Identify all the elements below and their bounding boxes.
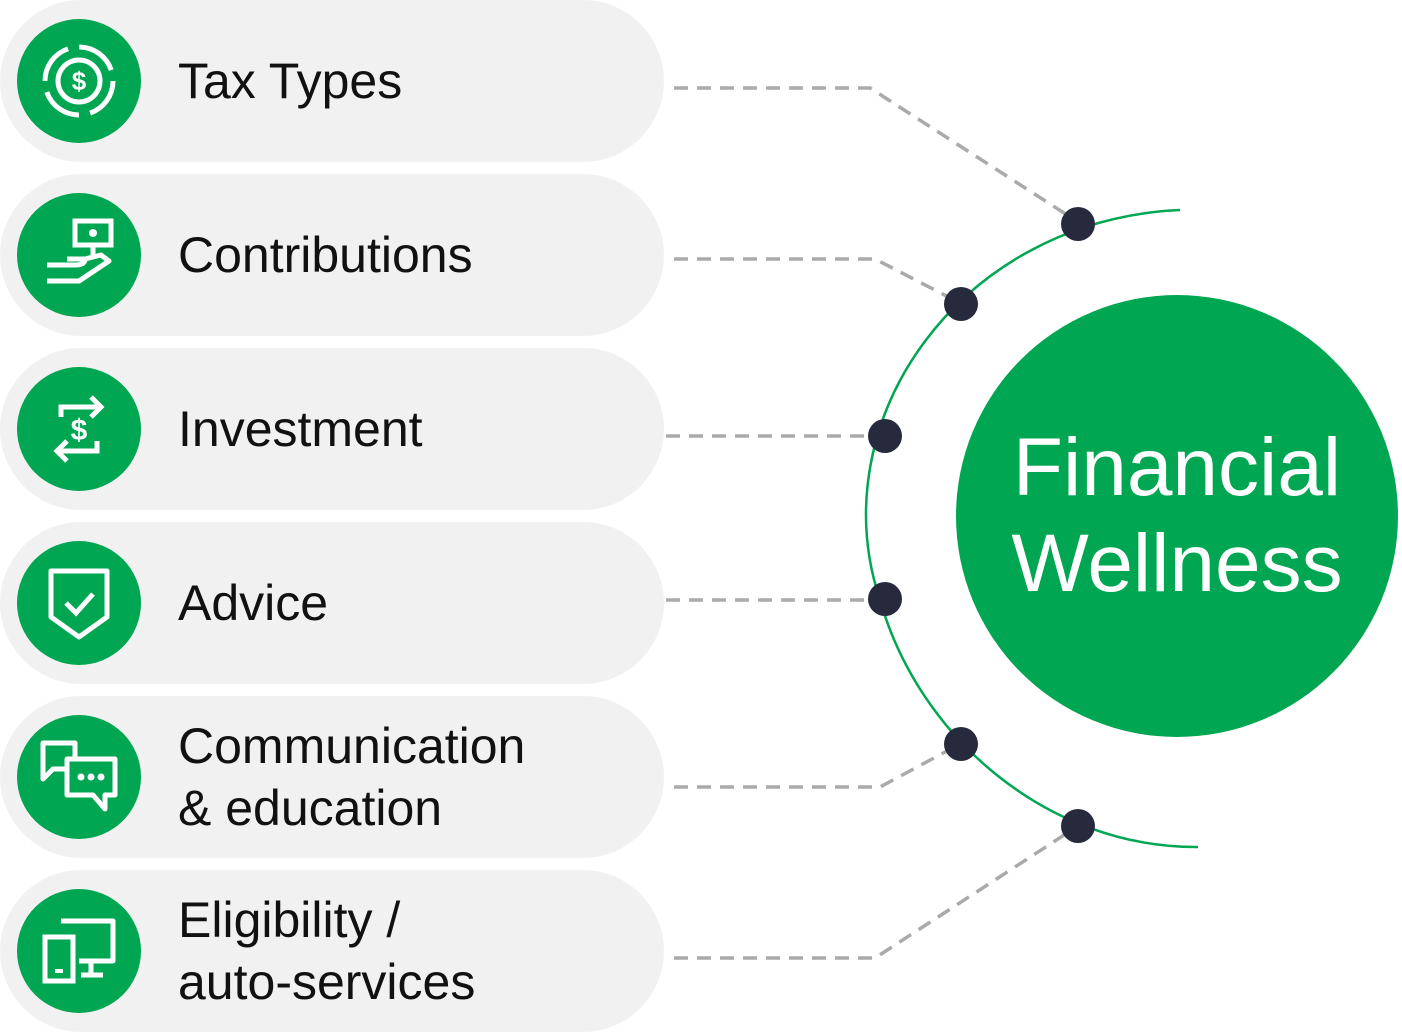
connector-node (868, 582, 902, 616)
connector-node (1061, 207, 1095, 241)
pill-label-line1: Contributions (178, 227, 473, 283)
connector-node (1061, 809, 1095, 843)
center-title-line1: Financial (1012, 422, 1342, 513)
financial-wellness-circle: Financial Wellness (956, 295, 1398, 737)
pill-label-line1: Eligibility / (178, 892, 401, 948)
pill-contributions: Contributions (0, 174, 664, 336)
pill-label: Advice (178, 522, 648, 684)
pill-label: Tax Types (178, 0, 648, 162)
connector-line-communication (674, 742, 961, 789)
pill-label-line2: auto-services (178, 954, 476, 1010)
pill-label-line1: Investment (178, 401, 423, 457)
pill-investment: $ Investment (0, 348, 664, 510)
pill-label-line1: Tax Types (178, 53, 403, 109)
shield-check-icon (17, 541, 141, 665)
connector-line-contributions (674, 257, 961, 305)
pill-label: Communication & education (178, 696, 648, 858)
connector-line-tax-types (674, 86, 1079, 224)
pill-label: Investment (178, 348, 648, 510)
dollar-circle-icon: $ (17, 19, 141, 143)
connector-node (944, 287, 978, 321)
pill-communication: Communication & education (0, 696, 664, 858)
svg-text:$: $ (72, 66, 87, 96)
pill-tax-types: $ Tax Types (0, 0, 664, 162)
exchange-dollar-icon: $ (17, 367, 141, 491)
pill-label-line2: & education (178, 780, 443, 836)
connector-node (944, 727, 978, 761)
hand-money-icon (17, 193, 141, 317)
pill-label: Eligibility / auto-services (178, 870, 648, 1032)
connection-arc (864, 208, 1199, 849)
pill-label-line1: Communication (178, 718, 526, 774)
svg-text:$: $ (71, 414, 88, 447)
pill-label: Contributions (178, 174, 648, 336)
pill-advice: Advice (0, 522, 664, 684)
pill-eligibility: Eligibility / auto-services (0, 870, 664, 1032)
pill-label-line1: Advice (178, 575, 329, 631)
connector-line-eligibility (674, 824, 1079, 960)
devices-icon (17, 889, 141, 1013)
connector-node (868, 419, 902, 453)
chat-bubbles-icon (17, 715, 141, 839)
center-title-line2: Wellness (1011, 518, 1343, 609)
